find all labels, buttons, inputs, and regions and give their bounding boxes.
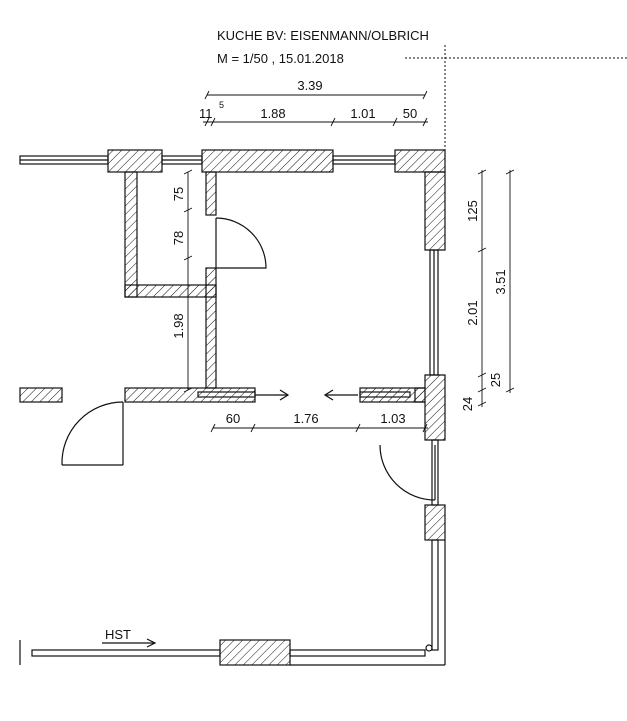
right-wall [414,171,446,665]
dim-top-2: 1.88 [260,106,285,121]
dim-middle-3: 1.03 [380,411,405,426]
dim-inner-2: 78 [171,231,186,245]
top-wall [19,149,446,173]
dim-right-1: 125 [465,200,480,222]
bottom-wall [19,639,445,666]
dim-middle-1: 60 [226,411,240,426]
dim-top-1-sup: 5 [219,100,224,110]
dim-right-overall: 3.51 [493,269,508,294]
dim-top-4: 50 [403,106,417,121]
title-line-1: KUCHE BV: EISENMANN/OLBRICH [217,28,429,43]
dim-top-3: 1.01 [350,106,375,121]
dim-right-2: 2.01 [465,300,480,325]
dim-middle-2: 1.76 [293,411,318,426]
dim-inner-1: 75 [171,187,186,201]
dim-right-3: 25 [488,373,503,387]
title-line-2: M = 1/50 , 15.01.2018 [217,51,344,66]
dim-overall-top: 3.39 [297,78,322,93]
hst-label: HST [105,627,131,642]
dim-right-4: 24 [460,397,475,411]
dim-top-1: 11 [199,106,213,121]
door-right [379,444,436,501]
dim-inner-3: 1.98 [171,313,186,338]
dimension-lines [183,90,515,433]
inner-room-walls [124,171,267,389]
middle-wall [19,387,426,466]
